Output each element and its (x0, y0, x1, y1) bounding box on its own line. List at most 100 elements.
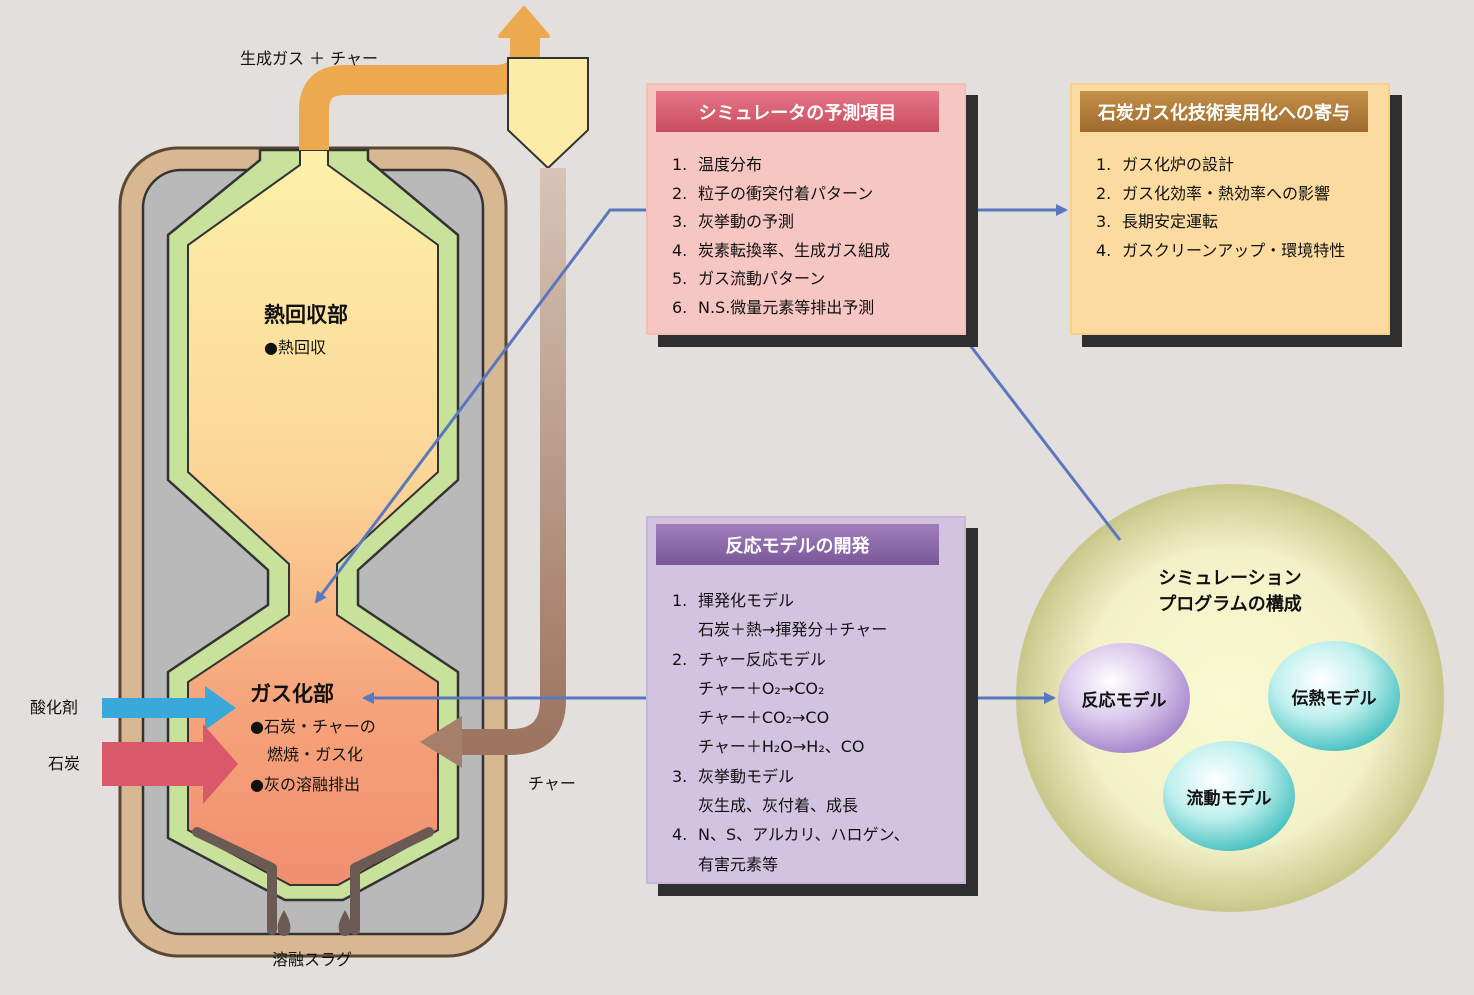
item-text: 石炭＋熱→揮発分＋チャー (698, 620, 888, 640)
contribution-panel: 石炭ガス化技術実用化への寄与 1. ガス化炉の設計 2. ガス化効率・熱効率への影響… (1070, 83, 1402, 347)
item-text: ガスクリーンアップ・環境特性 (1122, 240, 1346, 260)
list-item: 4. ガスクリーンアップ・環境特性 (1096, 237, 1345, 266)
list-item: チャー＋CO₂→CO (672, 703, 910, 732)
program-title: シミュレーション プログラムの構成 (1130, 566, 1330, 618)
flow-model-oval (1163, 741, 1295, 851)
reaction-model-panel: 反応モデルの開発 1. 揮発化モデル 石炭＋熱→揮発分＋チャー 2. チャー反応モデ… (646, 516, 978, 896)
item-text: ガス化効率・熱効率への影響 (1122, 183, 1331, 203)
list-item: 5. ガス流動パターン (672, 265, 890, 294)
prediction-panel-title: シミュレータの予測項目 (656, 91, 945, 138)
heat-model-label: 伝熱モデル (1291, 689, 1377, 709)
item-num: 1. (672, 155, 688, 174)
list-item: 4. N、S、アルカリ、ハロゲン、 (672, 820, 910, 849)
oxidizer-arrow (102, 686, 236, 730)
slag-label: 溶融スラグ (272, 950, 353, 969)
reaction-panel-title-text: 反応モデルの開発 (725, 535, 870, 557)
list-item: 3. 灰挙動モデル (672, 762, 910, 791)
connector-prediction-to-circle (964, 339, 1122, 541)
prediction-panel-title-text: シミュレータの予測項目 (698, 102, 897, 124)
coal-label: 石炭 (48, 754, 81, 773)
item-num: 1. (1096, 155, 1112, 174)
item-text: チャー＋CO₂→CO (698, 708, 830, 728)
item-num: 3. (672, 766, 688, 786)
item-num: 2. (672, 183, 688, 203)
item-text: ガス流動パターン (698, 269, 826, 288)
item-text: 灰挙動モデル (698, 766, 795, 786)
char-label: チャー (528, 774, 576, 793)
item-text: N、S、アルカリ、ハロゲン、 (698, 825, 910, 845)
list-item: チャー＋O₂→CO₂ (672, 674, 910, 703)
connector-prediction-to-furnace (314, 208, 646, 604)
list-item: 灰生成、灰付着、成長 (672, 791, 910, 820)
slag-drop-right (338, 910, 352, 936)
slag-drop-left (277, 910, 291, 936)
item-text: N.S.微量元素等排出予測 (698, 297, 875, 317)
list-item: 4. 炭素転換率、生成ガス組成 (672, 237, 890, 266)
gas-outlet-arrowhead (498, 6, 550, 38)
gas-outlet-pipe (299, 30, 540, 150)
top-flow-label: 生成ガス ＋ チャー (240, 49, 379, 68)
flow-model-label: 流動モデル (1186, 789, 1272, 809)
heat-section-label: 熱回収部 (264, 303, 348, 327)
gas-section-label: ガス化部 (250, 682, 334, 706)
heat-item-label: ●熱回収 (264, 338, 326, 357)
char-recycle-pipe (455, 168, 566, 755)
furnace-interior (187, 149, 439, 886)
coal-arrow (102, 724, 238, 804)
contribution-panel-title-text: 石炭ガス化技術実用化への寄与 (1098, 102, 1350, 124)
reaction-panel-title: 反応モデルの開発 (656, 524, 945, 571)
contribution-panel-title: 石炭ガス化技術実用化への寄与 (1080, 91, 1374, 138)
item-num: 4. (1096, 240, 1112, 260)
item-text: 揮発化モデル (698, 591, 795, 610)
char-recycle-arrowhead (420, 716, 462, 768)
item-text: 灰挙動の予測 (698, 212, 795, 231)
list-item: 1.温度分布 (672, 151, 890, 180)
list-item: 3. 灰挙動の予測 (672, 208, 890, 237)
list-item: 3. 長期安定運転 (1096, 208, 1345, 237)
program-title-line2: プログラムの構成 (1158, 594, 1302, 615)
program-title-line1: シミュレーション (1158, 568, 1302, 589)
gas-item-2: 燃焼・ガス化 (267, 745, 364, 764)
item-text: ガス化炉の設計 (1122, 155, 1235, 174)
item-text: チャー＋H₂O→H₂、CO (698, 737, 865, 757)
list-item: 2. 粒子の衝突付着パターン (672, 180, 890, 209)
list-item: 有害元素等 (672, 850, 910, 879)
list-item: 2. ガス化効率・熱効率への影響 (1096, 180, 1345, 209)
item-num: 2. (1096, 183, 1112, 203)
item-num: 3. (672, 212, 688, 231)
gas-item-1: ●石炭・チャーの (250, 717, 376, 736)
item-text: 長期安定運転 (1122, 212, 1219, 231)
item-num: 1. (672, 591, 688, 610)
list-item: 1. 揮発化モデル (672, 586, 910, 615)
oxidizer-label: 酸化剤 (30, 698, 79, 717)
gas-item-3: ●灰の溶融排出 (250, 775, 360, 794)
slag-pipe-left (192, 827, 277, 935)
list-item: 6. N.S.微量元素等排出予測 (672, 294, 890, 323)
list-item: 1. ガス化炉の設計 (1096, 151, 1345, 180)
panel-face (646, 516, 966, 884)
prediction-panel: シミュレータの予測項目 1.温度分布 2. 粒子の衝突付着パターン 3. 灰挙動の予… (646, 83, 978, 347)
heat-model-oval (1268, 641, 1400, 751)
item-num: 5. (672, 269, 688, 288)
item-num: 6. (672, 297, 688, 317)
item-num: 4. (672, 825, 688, 845)
item-text: 有害元素等 (698, 854, 779, 874)
item-num: 3. (1096, 212, 1112, 231)
item-text: チャー反応モデル (698, 649, 826, 669)
list-item: 2. チャー反応モデル (672, 645, 910, 674)
item-text: 灰生成、灰付着、成長 (698, 796, 859, 816)
reaction-list: 1. 揮発化モデル 石炭＋熱→揮発分＋チャー 2. チャー反応モデル チャー＋O₂→… (672, 586, 910, 879)
item-text: 粒子の衝突付着パターン (698, 183, 874, 203)
list-item: 石炭＋熱→揮発分＋チャー (672, 615, 910, 644)
reaction-model-label: 反応モデル (1081, 691, 1167, 711)
item-num: 4. (672, 240, 688, 260)
item-text: チャー＋O₂→CO₂ (698, 678, 825, 698)
contribution-list: 1. ガス化炉の設計 2. ガス化効率・熱効率への影響 3. 長期安定運転 4. ガスク… (1096, 151, 1345, 265)
item-num: 2. (672, 649, 688, 669)
slag-pipe-right (350, 827, 434, 935)
cyclone (507, 57, 589, 170)
list-item: チャー＋H₂O→H₂、CO (672, 732, 910, 761)
prediction-list: 1.温度分布 2. 粒子の衝突付着パターン 3. 灰挙動の予測 4. 炭素転換率、生成… (672, 151, 890, 322)
item-text: 炭素転換率、生成ガス組成 (698, 240, 891, 260)
